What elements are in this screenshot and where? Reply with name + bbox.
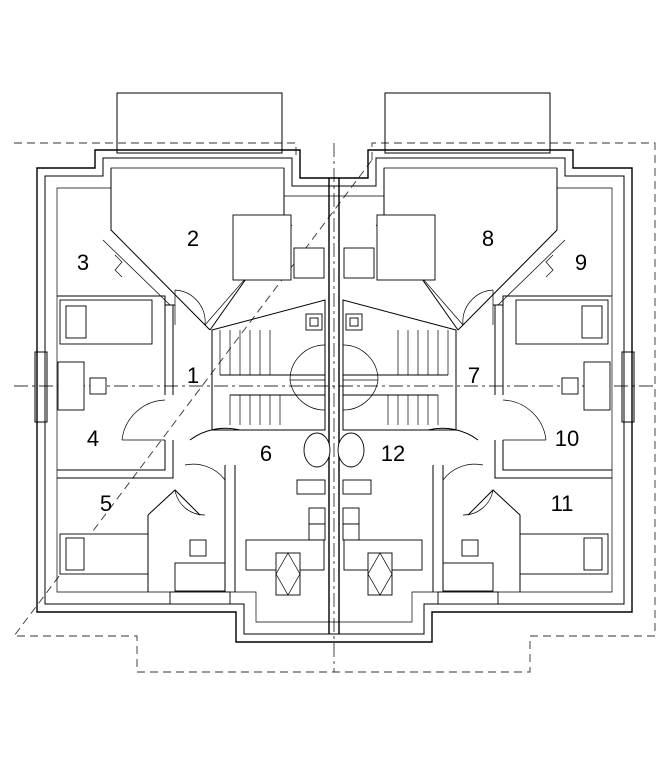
room-label-2: 2 <box>187 226 199 251</box>
room-label-12: 12 <box>381 441 405 466</box>
room-label-3: 3 <box>77 250 89 275</box>
room-label-1: 1 <box>187 363 199 388</box>
room-label-6: 6 <box>260 441 272 466</box>
desk-room-4 <box>57 361 85 411</box>
roof-outline <box>13 142 656 673</box>
window-right <box>621 351 635 423</box>
washbasin-6 <box>303 432 331 468</box>
dormer-right <box>384 92 551 154</box>
room-label-9: 9 <box>575 250 587 275</box>
washbasin-12 <box>337 432 365 468</box>
outer-wall-inner <box>44 157 625 635</box>
room-label-8: 8 <box>482 226 494 251</box>
desk-room-10 <box>583 361 611 411</box>
room-label-7: 7 <box>468 363 480 388</box>
stairs-left <box>211 299 326 431</box>
dormer-left <box>116 92 283 154</box>
room-label-4: 4 <box>87 426 99 451</box>
window-left <box>34 351 48 423</box>
stairs-right <box>342 299 457 431</box>
room-label-11: 11 <box>551 491 574 516</box>
room-label-5: 5 <box>100 491 112 516</box>
outer-wall-outer <box>36 149 633 643</box>
room-label-10: 10 <box>555 426 579 451</box>
